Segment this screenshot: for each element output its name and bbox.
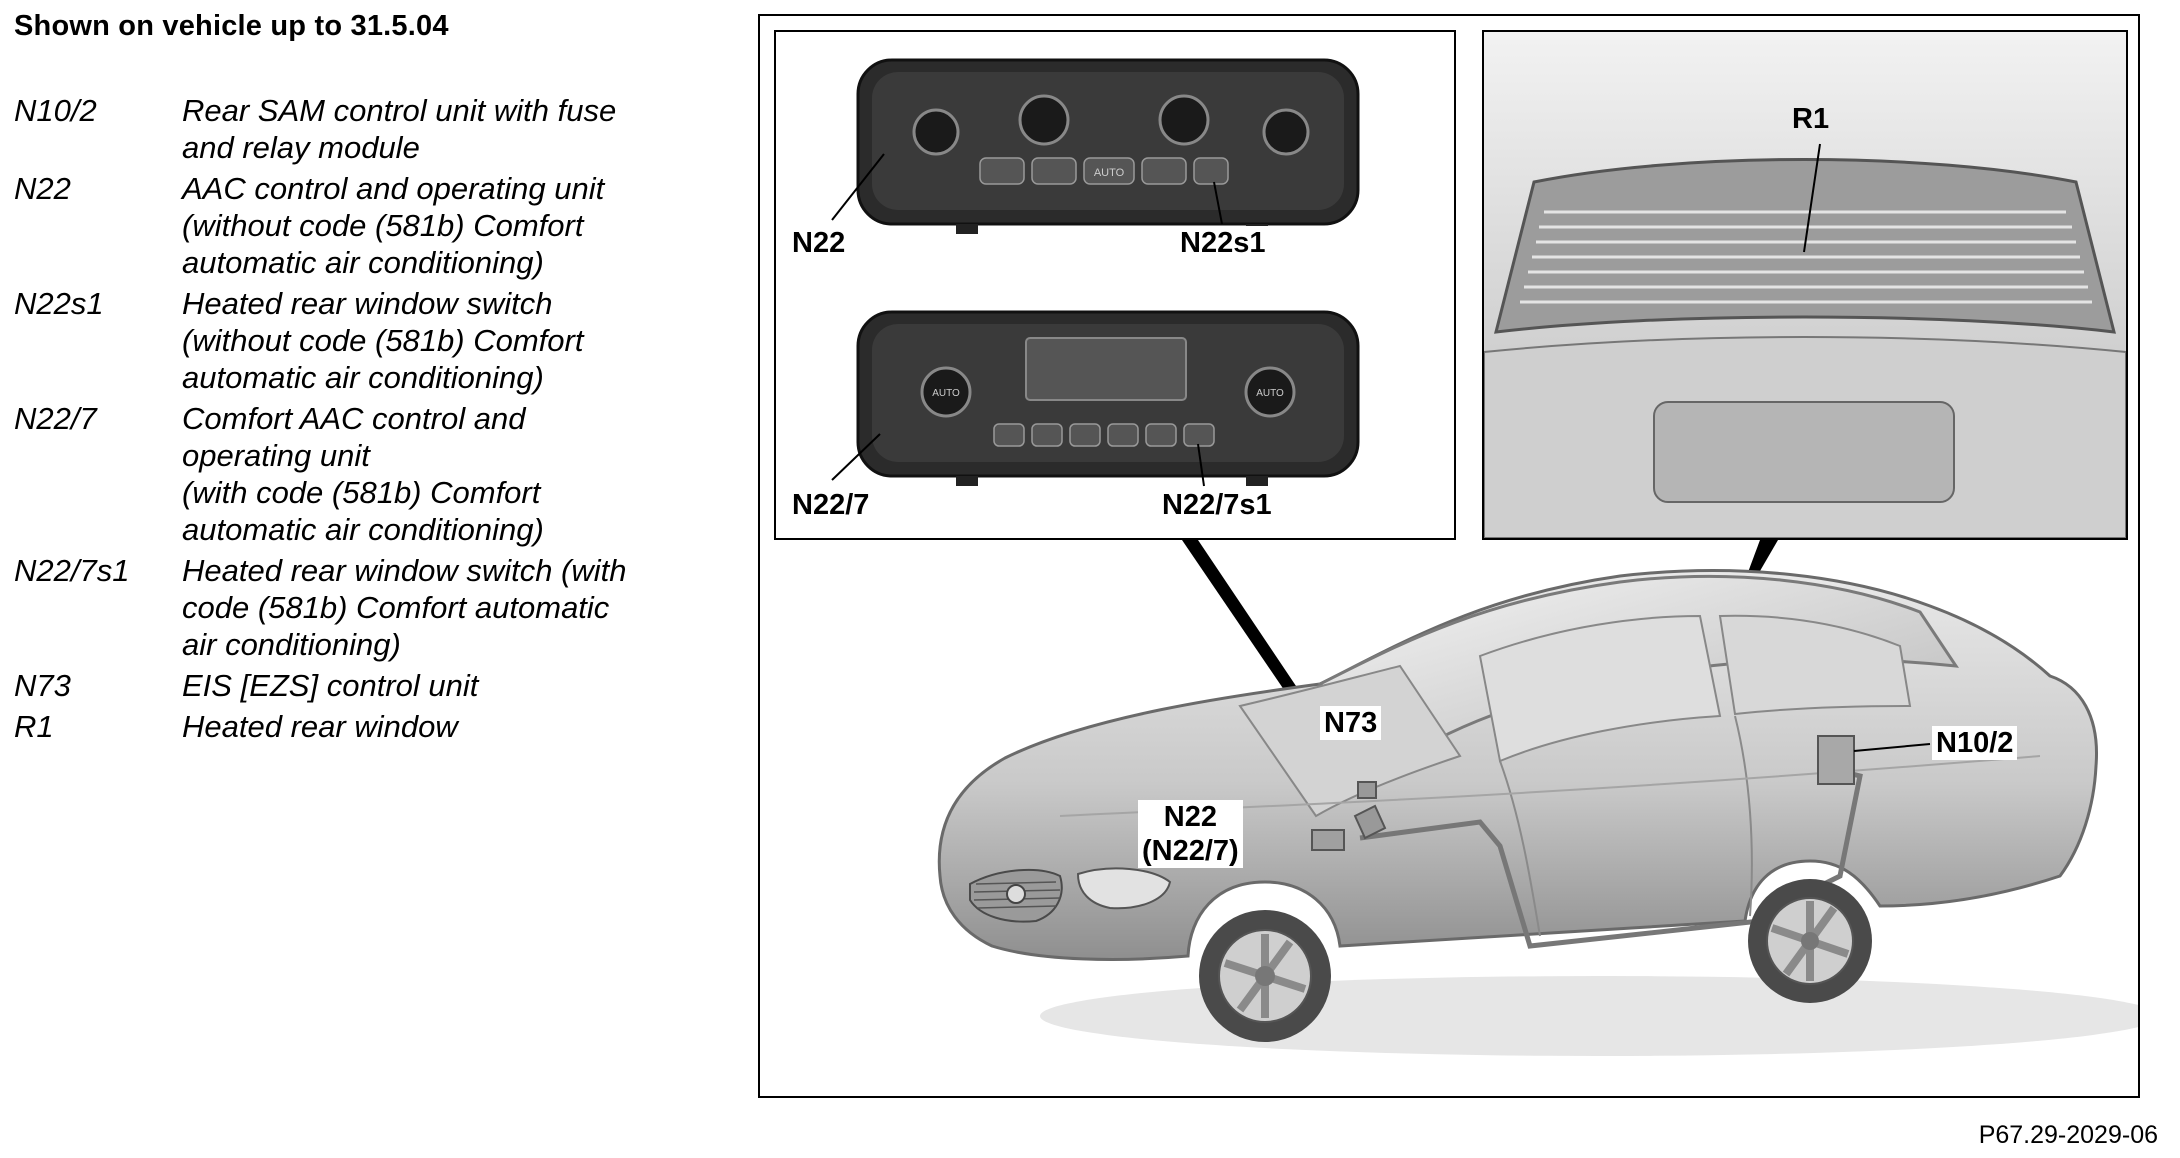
legend-row: N22/7s1 Heated rear window switch (with …	[14, 552, 664, 663]
figure-reference: P67.29-2029-06	[1978, 1121, 2158, 1149]
callout-r1: R1	[1792, 103, 1830, 135]
callout-n10-2: N10/2	[1932, 726, 2018, 760]
legend-code: N22	[14, 171, 71, 206]
diagram-figure: AUTO AUTO AUTO	[758, 14, 2140, 1098]
control-panel-inset: AUTO AUTO AUTO	[774, 30, 1456, 540]
legend-code: N22s1	[14, 286, 104, 321]
callout-n22: N22	[788, 226, 850, 260]
callout-n22-car: N22 (N22/7)	[1138, 800, 1243, 868]
legend-code: N73	[14, 668, 71, 703]
rear-window-illustration	[1484, 32, 2126, 538]
legend-desc: Heated rear window	[182, 709, 458, 744]
legend-desc: AAC control and operating unit (without …	[182, 171, 605, 280]
legend-desc: Heated rear window switch (with code (58…	[182, 553, 627, 662]
legend-row: N10/2 Rear SAM control unit with fuse an…	[14, 92, 664, 166]
callout-n22s1: N22s1	[1176, 226, 1270, 260]
legend-row: N22/7 Comfort AAC control and operating …	[14, 400, 664, 548]
auto-button-label: AUTO	[1094, 167, 1125, 179]
legend-desc: Comfort AAC control and operating unit (…	[182, 401, 544, 547]
legend-row: N73 EIS [EZS] control unit	[14, 667, 664, 704]
legend-code: N22/7s1	[14, 553, 130, 588]
control-panel-illustration: AUTO AUTO AUTO	[831, 58, 1360, 487]
legend-desc: Heated rear window switch (without code …	[182, 286, 584, 395]
legend-code: N10/2	[14, 93, 97, 128]
callout-n22-7s1: N22/7s1	[1158, 488, 1276, 522]
legend-code: N22/7	[14, 401, 97, 436]
legend-row: R1 Heated rear window	[14, 708, 664, 745]
callout-n22-7: N22/7	[788, 488, 874, 522]
rear-window-inset: R1	[1482, 30, 2128, 540]
legend-code: R1	[14, 709, 54, 744]
legend-list: N10/2 Rear SAM control unit with fuse an…	[14, 92, 664, 749]
legend-row: N22 AAC control and operating unit (with…	[14, 170, 664, 281]
callout-n73: N73	[1320, 706, 1382, 740]
page-heading: Shown on vehicle up to 31.5.04	[14, 10, 449, 42]
auto-button-label: AUTO	[932, 388, 960, 399]
auto-button-label: AUTO	[1256, 388, 1284, 399]
legend-row: N22s1 Heated rear window switch (without…	[14, 285, 664, 396]
legend-desc: Rear SAM control unit with fuse and rela…	[182, 93, 617, 165]
legend-desc: EIS [EZS] control unit	[182, 668, 479, 703]
